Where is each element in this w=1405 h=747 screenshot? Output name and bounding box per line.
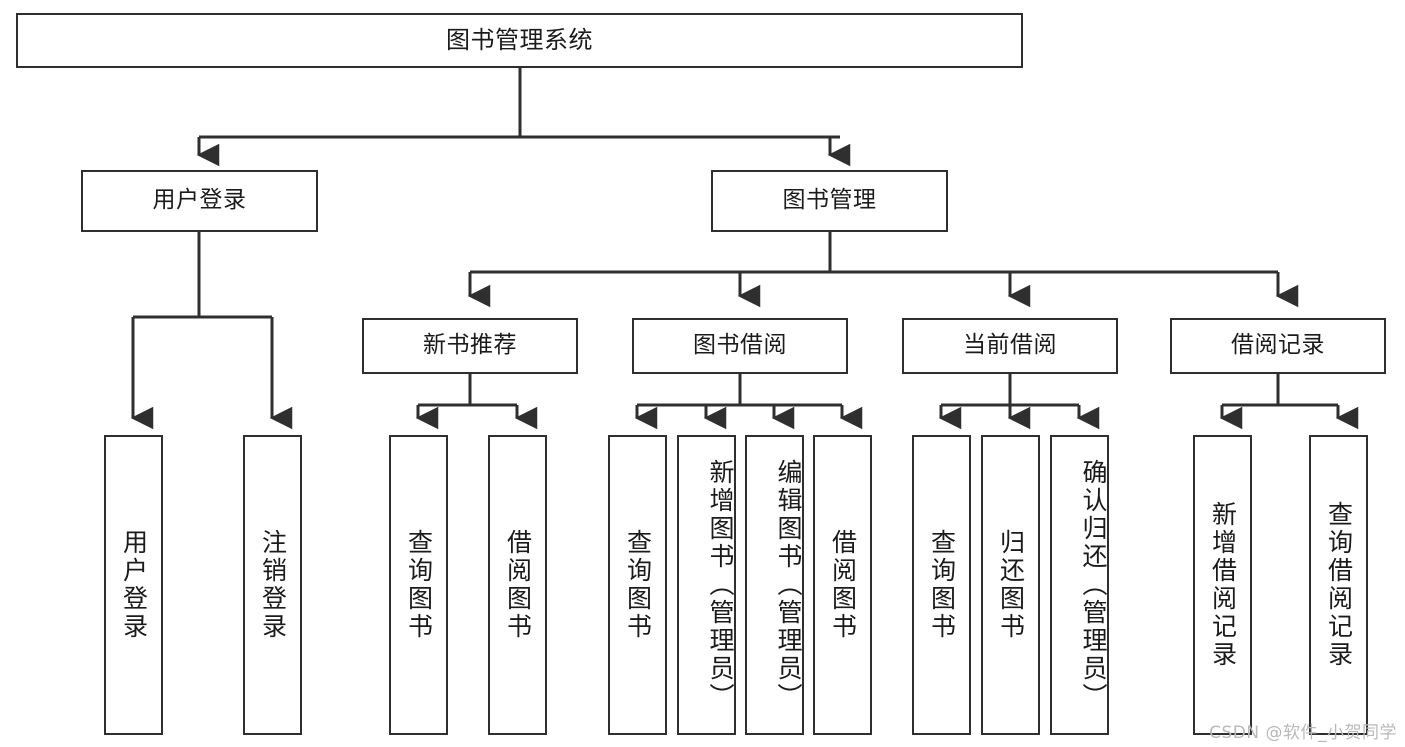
leaf-query-book-borrow[interactable]: 查询图书 bbox=[608, 435, 667, 735]
leaf-borrow-book[interactable]: 借阅图书 bbox=[813, 435, 872, 735]
leaf-query-borrow-record[interactable]: 查询借阅记录 bbox=[1309, 435, 1368, 735]
node-book-management[interactable]: 图书管理 bbox=[711, 170, 948, 232]
leaf-query-book-recommend[interactable]: 查询图书 bbox=[389, 435, 448, 735]
node-user-login[interactable]: 用户登录 bbox=[81, 170, 318, 232]
node-borrow-record[interactable]: 借阅记录 bbox=[1170, 318, 1386, 374]
leaf-add-book[interactable]: 新增图书（管理员） bbox=[677, 435, 736, 735]
node-book-borrow[interactable]: 图书借阅 bbox=[632, 318, 848, 374]
csdn-watermark: CSDN @软件_小贺同学 bbox=[1209, 723, 1397, 743]
leaf-user-login[interactable]: 用户登录 bbox=[104, 435, 163, 735]
leaf-query-book-current[interactable]: 查询图书 bbox=[912, 435, 971, 735]
node-root-system[interactable]: 图书管理系统 bbox=[16, 13, 1023, 68]
leaf-borrow-book-recommend[interactable]: 借阅图书 bbox=[488, 435, 547, 735]
leaf-edit-book[interactable]: 编辑图书（管理员） bbox=[745, 435, 804, 735]
node-new-book-recommend[interactable]: 新书推荐 bbox=[362, 318, 578, 374]
leaf-return-book[interactable]: 归还图书 bbox=[981, 435, 1040, 735]
node-current-borrow[interactable]: 当前借阅 bbox=[902, 318, 1118, 374]
leaf-confirm-return[interactable]: 确认归还（管理员） bbox=[1050, 435, 1109, 735]
leaf-user-logout[interactable]: 注销登录 bbox=[243, 435, 302, 735]
leaf-add-borrow-record[interactable]: 新增借阅记录 bbox=[1193, 435, 1252, 735]
